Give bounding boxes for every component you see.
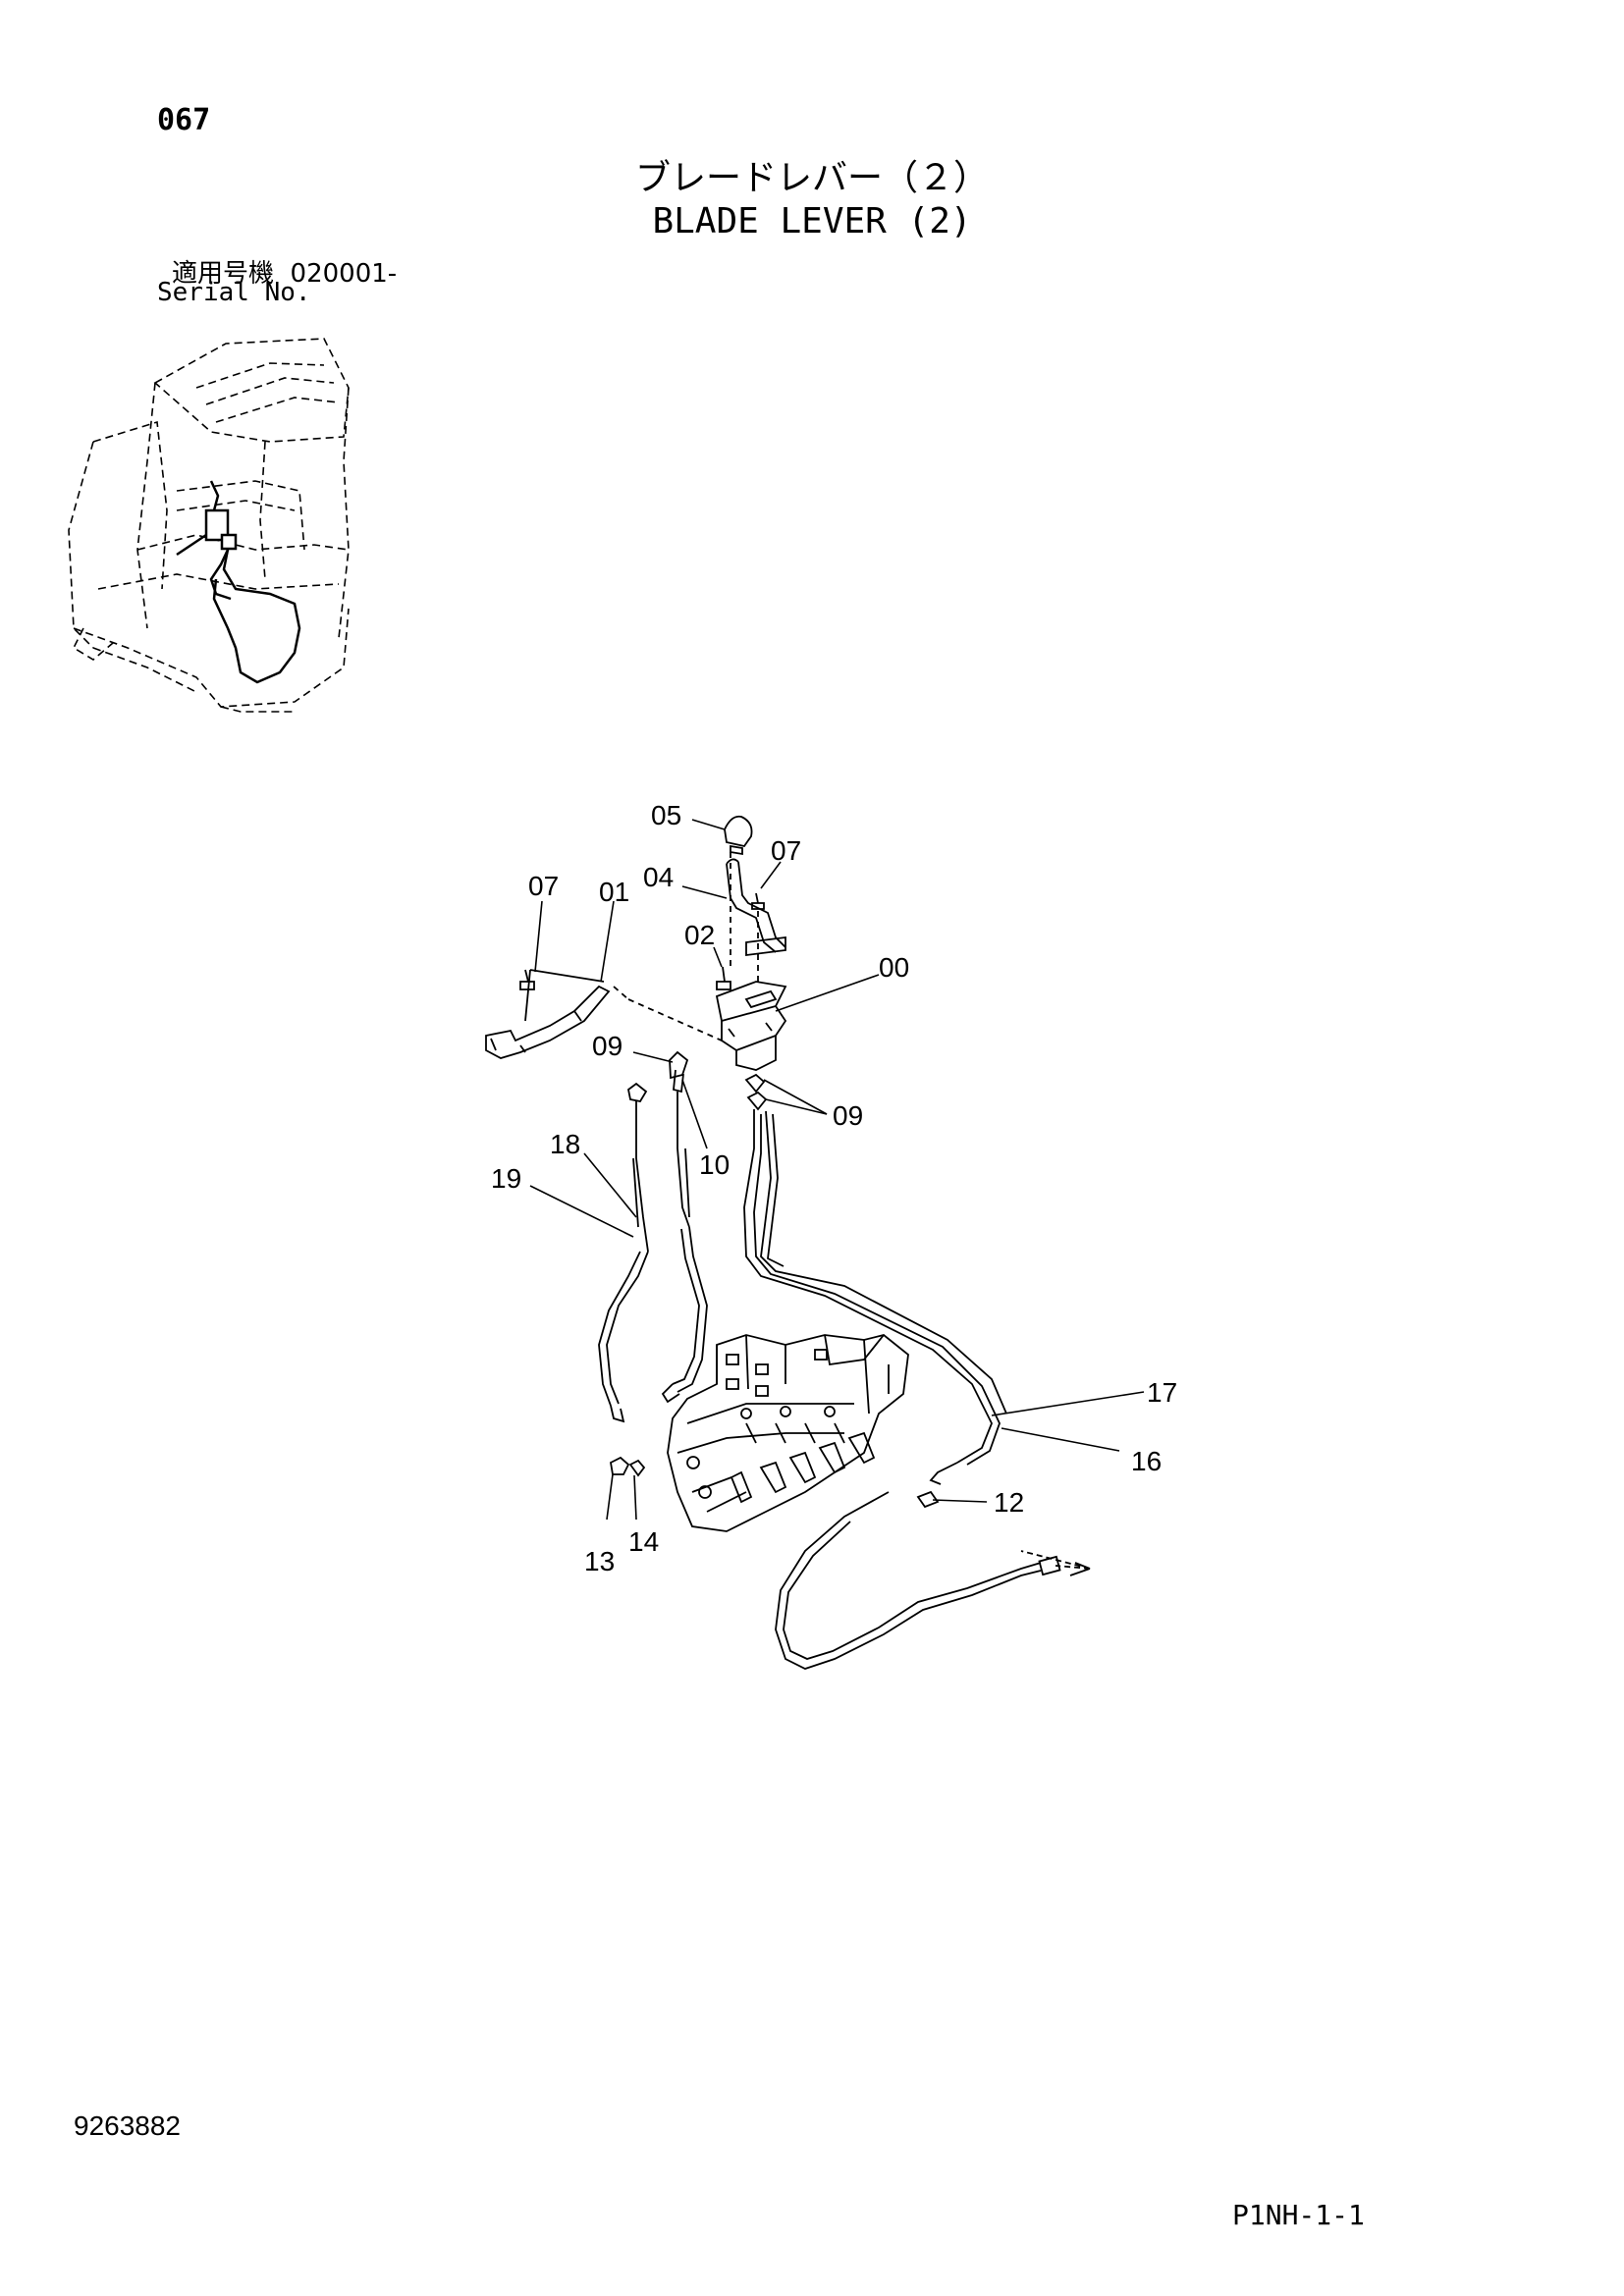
callout-07-left: 07 [528,871,559,901]
callout-05: 05 [651,800,681,830]
callout-10: 10 [699,1149,730,1180]
callout-07-right: 07 [771,835,801,866]
serial-label-jp-text: 適用号機 [172,259,275,289]
leader-lines [529,819,1145,1521]
callout-00: 00 [879,952,909,983]
callout-14: 14 [628,1526,659,1557]
page-reference: P1NH-1-1 [1232,2199,1365,2231]
callout-16: 16 [1131,1446,1162,1476]
title-english: BLADE LEVER (2) [652,201,972,241]
control-valve-block [610,1334,909,1532]
serial-label-japanese: 適用号機 020001- [172,253,397,290]
callout-18: 18 [550,1129,580,1159]
callout-labels: 05 07 04 07 01 02 00 09 09 18 10 19 17 1… [491,800,1177,1576]
seat-harness-thumbnail [176,480,301,684]
serial-value: 020001- [290,259,398,289]
seat-thumbnail [68,338,350,713]
callout-13: 13 [584,1546,615,1576]
knob-part [724,815,753,848]
hose-assembly [598,1050,1091,1670]
callout-19: 19 [491,1163,521,1194]
callout-09-left: 09 [592,1031,623,1061]
page-code: 067 [157,103,211,137]
callout-12: 12 [994,1487,1024,1518]
callout-01: 01 [599,877,629,907]
callout-09-right: 09 [833,1100,863,1131]
drawing-number: 9263882 [74,2110,182,2141]
callout-04: 04 [643,862,674,892]
lever-assembly [485,815,787,1071]
callout-17: 17 [1147,1377,1177,1408]
serial-label-english: Serial No. [157,278,311,307]
callout-02: 02 [684,920,715,950]
title-japanese: ブレードレバー（２） [634,158,989,198]
